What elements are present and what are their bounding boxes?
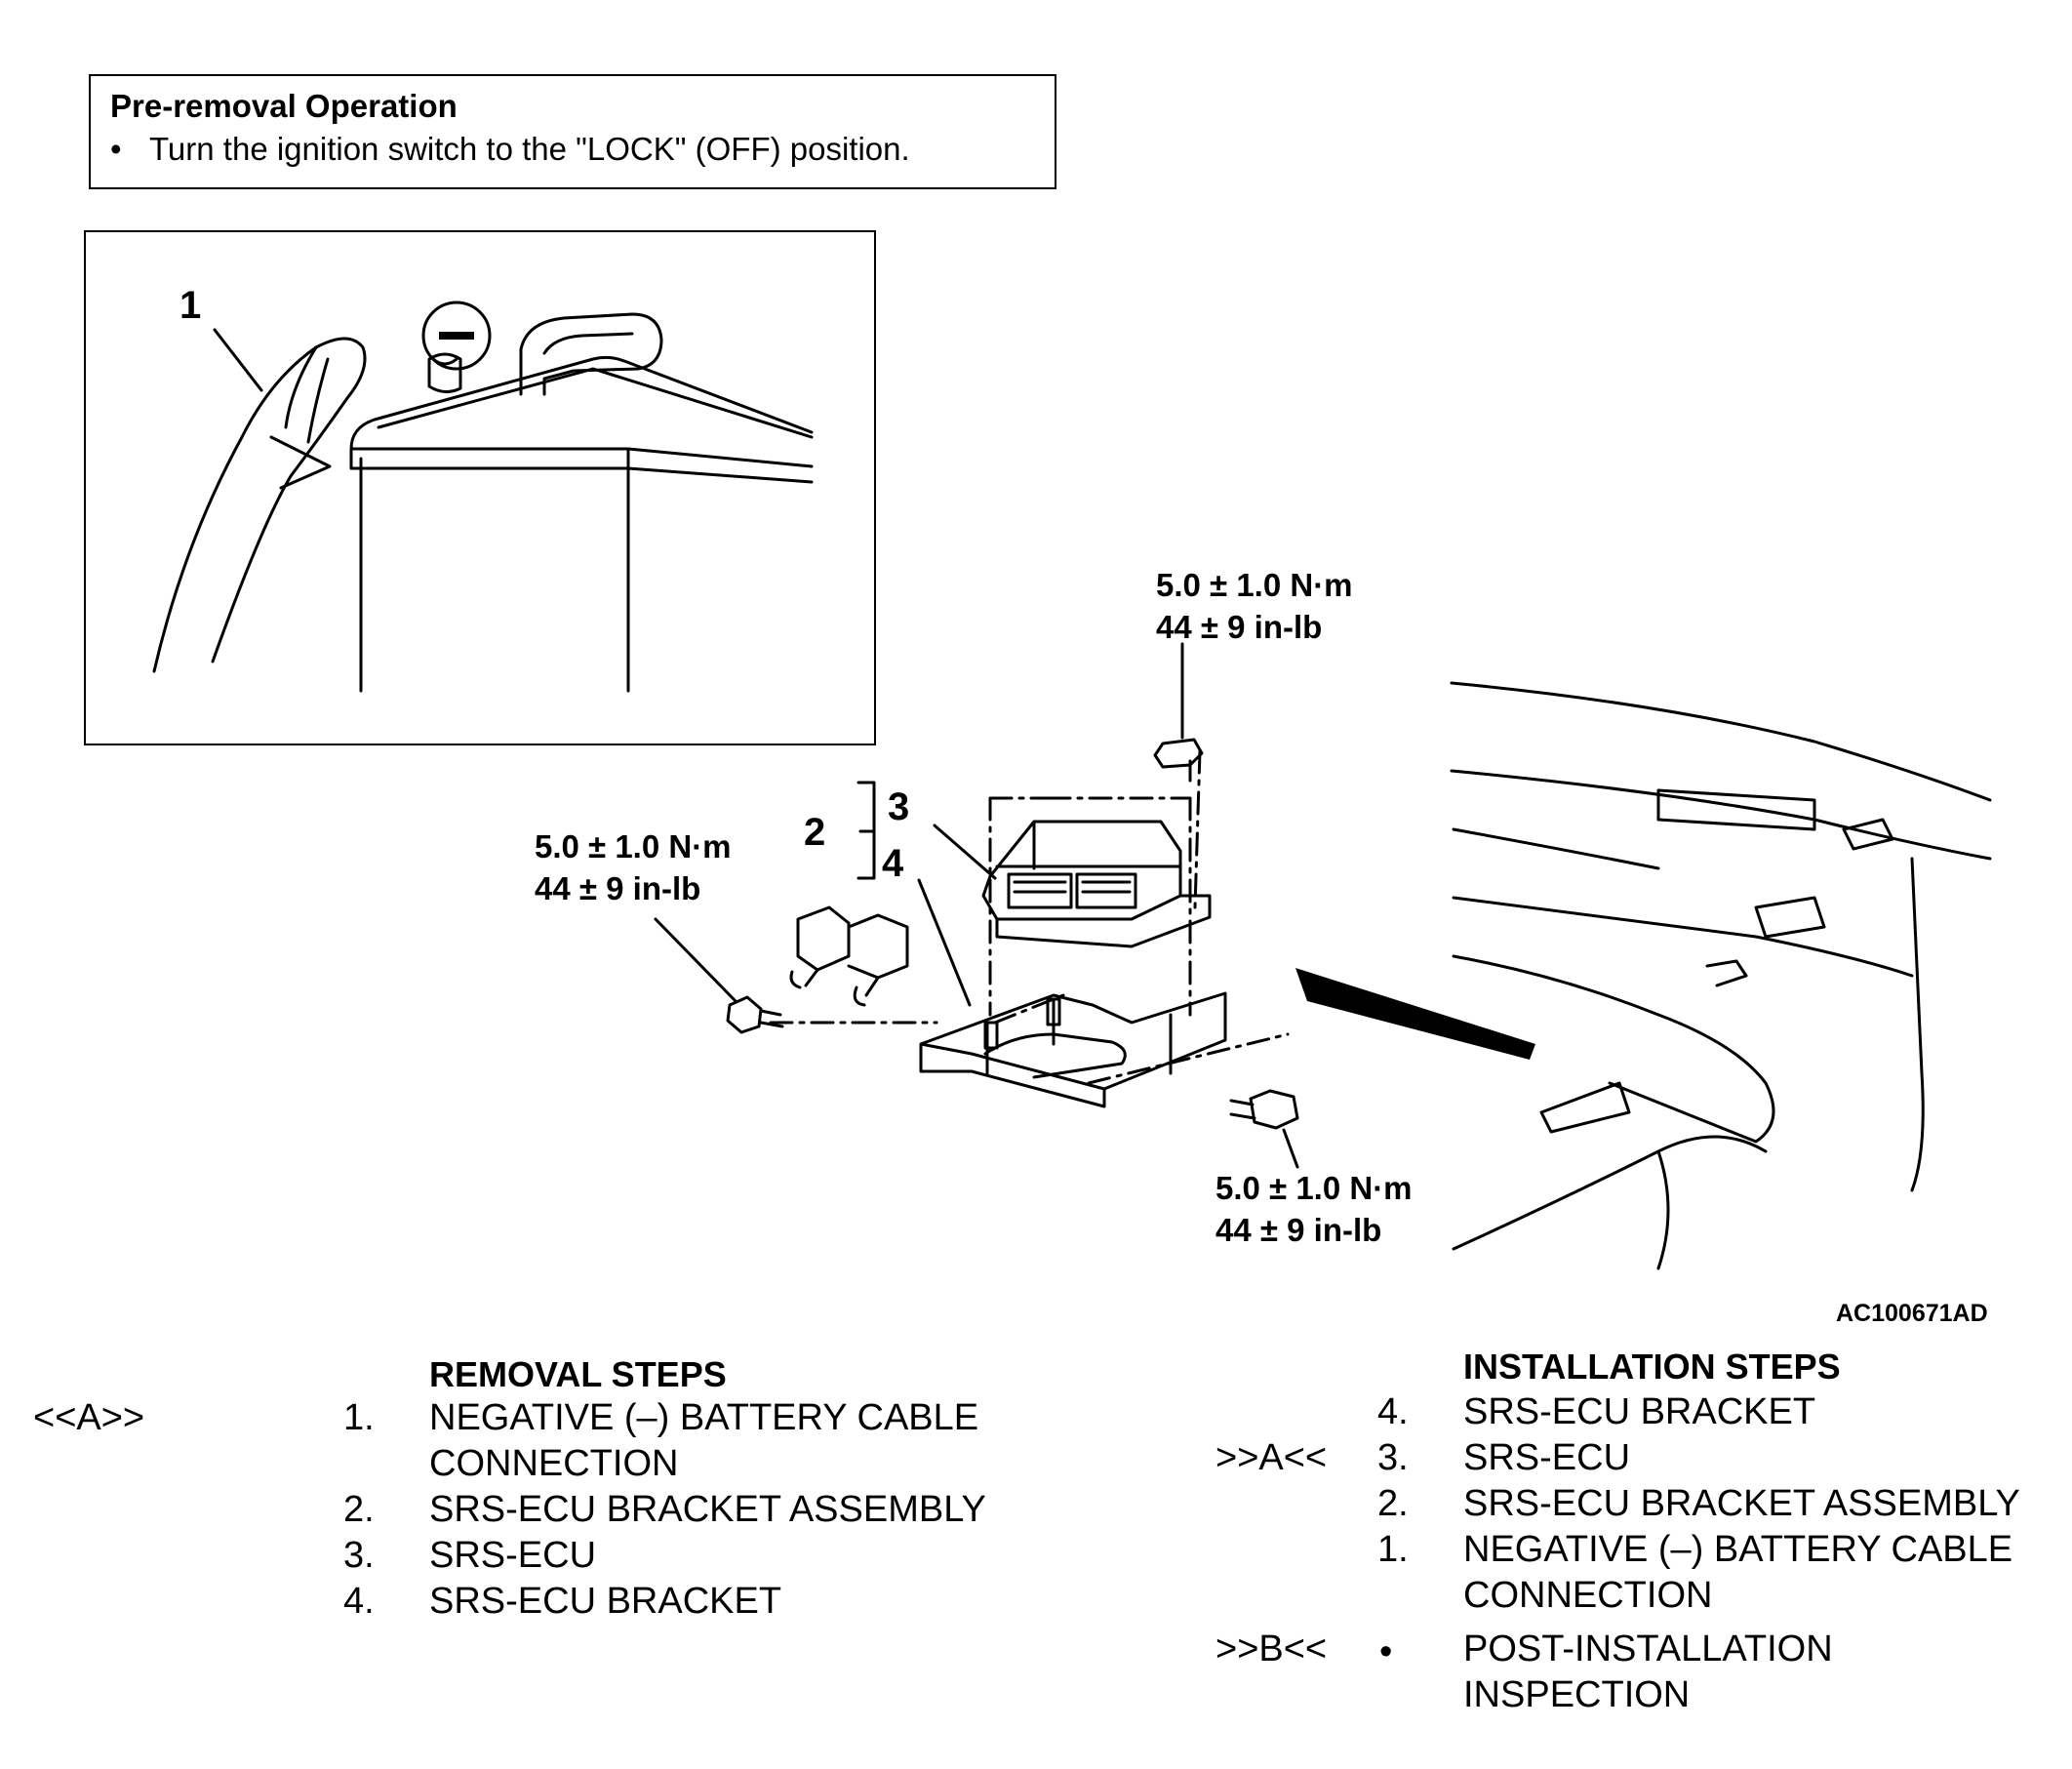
callout-2: 2 bbox=[804, 811, 825, 854]
installation-step-1-line-1: NEGATIVE (–) BATTERY CABLE bbox=[1463, 1529, 2013, 1570]
installation-steps-list: 4. SRS-ECU BRACKET >>A<< 3. SRS-ECU 2. S… bbox=[1171, 1389, 2068, 1721]
installation-bullet-icon: • bbox=[1379, 1631, 1393, 1672]
battery-inset: 1 bbox=[84, 230, 876, 745]
negative-cable bbox=[152, 337, 367, 673]
installation-step-num: 1. bbox=[1377, 1529, 1409, 1570]
bracket-stud bbox=[983, 997, 1061, 1050]
installation-mark-a: >>A<< bbox=[1215, 1437, 1328, 1478]
removal-step-num: 4. bbox=[343, 1581, 375, 1622]
guide-lines bbox=[769, 749, 1290, 1085]
torque-top-imperial: 44 ± 9 in-lb bbox=[1156, 609, 1323, 645]
installation-step-num: 3. bbox=[1377, 1437, 1409, 1478]
pre-removal-item-text: Turn the ignition switch to the "LOCK" (… bbox=[149, 131, 910, 167]
torque-right-leader bbox=[1282, 1128, 1299, 1169]
installation-step-2: SRS-ECU BRACKET ASSEMBLY bbox=[1463, 1483, 2020, 1524]
removal-heading: REMOVAL STEPS bbox=[429, 1354, 727, 1394]
callout-1: 1 bbox=[179, 284, 201, 327]
installation-step-num: 2. bbox=[1377, 1483, 1409, 1524]
torque-right-imperial: 44 ± 9 in-lb bbox=[1215, 1212, 1382, 1248]
installation-step-num: 4. bbox=[1377, 1391, 1409, 1432]
callout-3: 3 bbox=[888, 785, 909, 828]
minus-symbol-circle bbox=[421, 301, 492, 371]
installation-mark-b: >>B<< bbox=[1215, 1628, 1328, 1669]
removal-step-3: SRS-ECU bbox=[429, 1535, 597, 1576]
installation-heading: INSTALLATION STEPS bbox=[1463, 1347, 1841, 1387]
callout-2-bracket bbox=[857, 781, 876, 880]
installation-step-inspection-line-1: POST-INSTALLATION bbox=[1463, 1628, 1833, 1669]
removal-step-1-line-2: CONNECTION bbox=[429, 1443, 679, 1484]
removal-step-num: 2. bbox=[343, 1489, 375, 1530]
right-bolt bbox=[1229, 1089, 1299, 1130]
battery-cable-cap bbox=[519, 312, 663, 396]
battery-illustration: 1 bbox=[152, 284, 814, 693]
dashboard-outline bbox=[1450, 681, 1992, 1270]
torque-label-left: 5.0 ± 1.0 N·m 44 ± 9 in-lb bbox=[535, 825, 732, 909]
removal-steps-list: <<A>> 1. NEGATIVE (–) BATTERY CABLE CONN… bbox=[0, 1395, 1034, 1649]
ecu-module bbox=[981, 820, 1212, 948]
left-bolt bbox=[726, 995, 784, 1034]
srs-ecu-bracket bbox=[919, 991, 1227, 1108]
removal-step-num: 1. bbox=[343, 1397, 375, 1438]
top-nut bbox=[1153, 738, 1204, 769]
removal-step-num: 3. bbox=[343, 1535, 375, 1576]
installation-step-4: SRS-ECU BRACKET bbox=[1463, 1391, 1816, 1432]
harness-connector bbox=[789, 905, 909, 1007]
callout-3-leader bbox=[933, 824, 997, 880]
pre-removal-box: Pre-removal Operation • Turn the ignition… bbox=[89, 74, 1056, 189]
removal-mark-a: <<A>> bbox=[33, 1397, 145, 1438]
battery-case bbox=[359, 457, 630, 693]
pre-removal-item: • Turn the ignition switch to the "LOCK" … bbox=[110, 131, 910, 168]
torque-label-top: 5.0 ± 1.0 N·m 44 ± 9 in-lb bbox=[1156, 564, 1353, 648]
torque-right-metric: 5.0 ± 1.0 N·m bbox=[1215, 1170, 1413, 1206]
torque-left-leader bbox=[654, 917, 737, 1003]
location-pointer bbox=[1295, 968, 1535, 1060]
torque-label-right: 5.0 ± 1.0 N·m 44 ± 9 in-lb bbox=[1215, 1167, 1413, 1251]
installation-step-3: SRS-ECU bbox=[1463, 1437, 1631, 1478]
removal-step-4: SRS-ECU BRACKET bbox=[429, 1581, 782, 1622]
installation-step-inspection-line-2: INSPECTION bbox=[1463, 1674, 1691, 1715]
torque-left-metric: 5.0 ± 1.0 N·m bbox=[535, 828, 732, 864]
callout-1-leader bbox=[213, 328, 263, 392]
callout-4: 4 bbox=[882, 842, 904, 885]
battery-lid bbox=[349, 355, 814, 484]
callout-4-leader bbox=[917, 878, 972, 1007]
bullet-icon: • bbox=[110, 131, 122, 167]
torque-left-imperial: 44 ± 9 in-lb bbox=[535, 870, 701, 906]
installation-step-1-line-2: CONNECTION bbox=[1463, 1575, 1713, 1616]
diagram-code: AC100671AD bbox=[1836, 1300, 1988, 1327]
torque-top-metric: 5.0 ± 1.0 N·m bbox=[1156, 567, 1353, 603]
removal-step-1-line-1: NEGATIVE (–) BATTERY CABLE bbox=[429, 1397, 979, 1438]
minus-sign-icon bbox=[439, 332, 474, 340]
removal-step-2: SRS-ECU BRACKET ASSEMBLY bbox=[429, 1489, 986, 1530]
pre-removal-title: Pre-removal Operation bbox=[110, 88, 458, 124]
